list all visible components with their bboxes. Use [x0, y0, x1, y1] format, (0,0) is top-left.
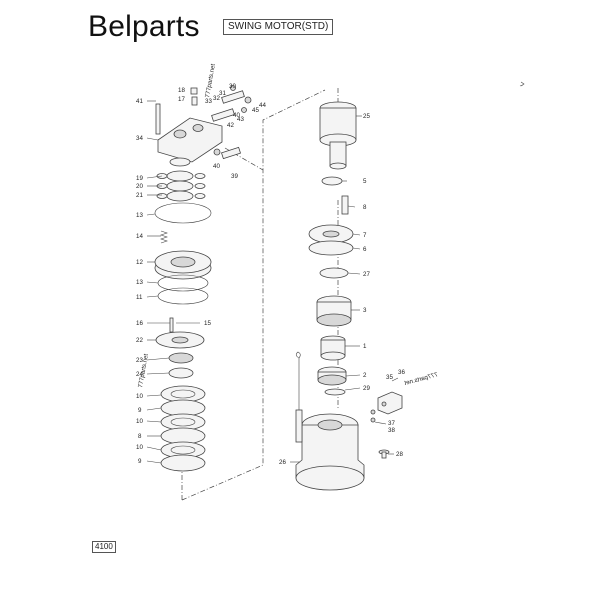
callout-label: 37 [388, 420, 395, 427]
watermark-left-top: 777parts.net [204, 63, 217, 98]
callout-label: 30 [229, 83, 236, 90]
callout-label: 13 [136, 212, 143, 219]
callout-label: 7 [363, 232, 367, 239]
ring-part [168, 367, 194, 379]
callout-label: 40 [233, 112, 240, 119]
callout-label: 8 [363, 204, 367, 211]
callout-label: 38 [388, 427, 395, 434]
callout-label: 29 [363, 385, 370, 392]
callout-label: 22 [136, 337, 143, 344]
callout-label: 5 [363, 178, 367, 185]
callout-label: 12 [136, 259, 143, 266]
callout-label: 42 [227, 122, 234, 129]
callout-label: 9 [138, 458, 142, 465]
bushing-part [320, 335, 346, 361]
callout-label: 14 [136, 233, 143, 240]
callout-label: 9 [138, 407, 142, 414]
plate-part [171, 336, 189, 344]
callout-label: 10 [136, 444, 143, 451]
callout-label: 20 [136, 183, 143, 190]
callout-label: 11 [136, 294, 143, 301]
spring-part [160, 230, 168, 244]
assembly-frame-line [181, 89, 326, 501]
disc-stack-part [160, 385, 206, 472]
callout-label: 36 [398, 369, 405, 376]
check-valve-part [213, 146, 241, 160]
callout-label: 25 [363, 113, 370, 120]
callout-label: 44 [259, 102, 266, 109]
callout-label: 16 [136, 320, 143, 327]
plug-part [378, 449, 390, 459]
callout-label: 41 [136, 98, 143, 105]
callout-label: 43 [237, 116, 244, 123]
callout-label: 33 [205, 98, 212, 105]
relief-valve-part [211, 85, 252, 122]
stray-mark [519, 81, 525, 87]
callout-label: 27 [363, 271, 370, 278]
watermark-right: 777parts.net [403, 371, 438, 387]
callout-label: 15 [204, 320, 211, 327]
callout-label: 23 [136, 357, 143, 364]
callout-label: 17 [178, 96, 185, 103]
piston-part [341, 195, 349, 215]
callout-label: 39 [231, 173, 238, 180]
callout-label: 45 [252, 107, 259, 114]
callout-label: 10 [136, 418, 143, 425]
callout-label: 34 [136, 135, 143, 142]
ring-part [319, 267, 349, 279]
casing-part [295, 413, 365, 491]
callout-label: 18 [178, 87, 185, 94]
valve-part [370, 391, 403, 423]
callout-label: 19 [136, 175, 143, 182]
o-ring-part [157, 287, 209, 305]
callout-label: 2 [363, 372, 367, 379]
callout-label: 35 [386, 374, 393, 381]
callout-label: 31 [219, 90, 226, 97]
callout-label: 28 [396, 451, 403, 458]
plug-part [190, 87, 198, 106]
level-gauge-part [295, 351, 303, 443]
callout-label: 32 [213, 95, 220, 102]
brake-piston-part [154, 250, 212, 280]
page-title: SWING MOTOR(STD) [223, 19, 334, 35]
seal-stack-part [156, 157, 206, 202]
callout-label: 21 [136, 192, 143, 199]
leader-lines [146, 100, 399, 464]
callout-label: 3 [363, 307, 367, 314]
callout-label: 8 [138, 433, 142, 440]
o-ring-part [154, 202, 212, 224]
valve-cover-part [155, 103, 223, 163]
callout-label: 26 [279, 459, 286, 466]
bearing-part [316, 295, 352, 327]
bearing-part [168, 352, 194, 364]
callout-label: 24 [136, 371, 143, 378]
cylinder-plate-part [308, 224, 354, 256]
callout-label: 13 [136, 279, 143, 286]
bearing-part [317, 366, 347, 386]
pin-part [169, 317, 174, 333]
page-code: 4100 [92, 541, 116, 553]
retainer-part [321, 176, 343, 186]
ring-part [324, 388, 346, 396]
callout-label: 1 [363, 343, 367, 350]
callout-label: 6 [363, 246, 367, 253]
callout-label: 10 [136, 393, 143, 400]
brand-logo: Belparts [88, 10, 200, 43]
shaft-part [319, 101, 357, 170]
callout-label: 40 [213, 163, 220, 170]
